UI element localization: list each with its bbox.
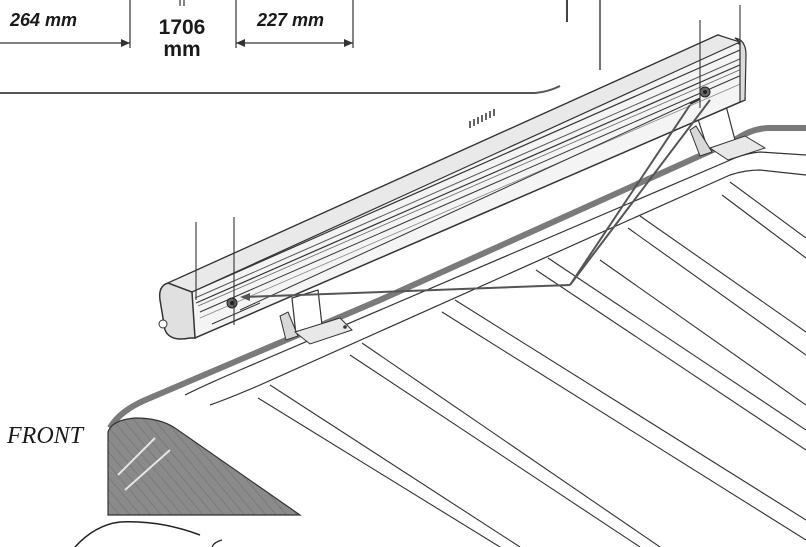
- front-mounting-bracket: [279, 289, 353, 345]
- reference-lines: [195, 5, 741, 325]
- total-length-unit: mm: [163, 38, 201, 61]
- alignment-marker: [469, 109, 495, 128]
- right-offset-dimension: 227 mm: [257, 10, 325, 30]
- total-length-dimension: 1706 mm: [142, 17, 222, 61]
- dimension-callout-box: [0, 0, 601, 94]
- front-orientation-label: FRONT: [7, 423, 84, 449]
- leader-lines: [244, 99, 711, 298]
- vehicle-roof: [107, 125, 806, 510]
- awning-cassette: [158, 34, 747, 340]
- total-length-value: 1706: [158, 16, 206, 39]
- left-offset-dimension: 264 mm: [10, 10, 78, 30]
- bonnet-outline: [74, 521, 223, 547]
- roof-ribs: [257, 181, 806, 547]
- windscreen: [107, 417, 302, 516]
- leader-arrowhead: [240, 293, 250, 301]
